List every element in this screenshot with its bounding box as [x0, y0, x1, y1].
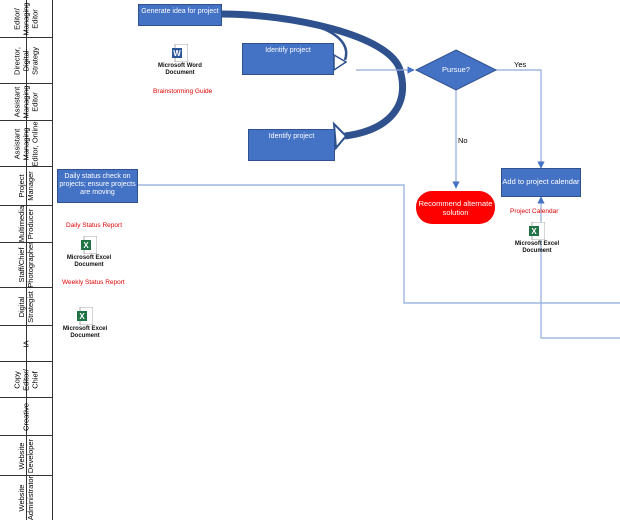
curved-arrowhead	[332, 121, 348, 151]
connector-status-feed	[138, 184, 620, 304]
excel-doc-project-calendar[interactable]: X Microsoft Excel Document	[514, 221, 560, 255]
lane-multimedia-producer: Multimedia Producer	[0, 206, 52, 243]
identify-project-text-2: Identify project	[268, 133, 315, 140]
curved-arrow-connector-inner	[221, 12, 348, 61]
excel-doc-weekly-status[interactable]: X Microsoft Excel Document	[62, 306, 108, 340]
daily-status-report-label: Daily Status Report	[66, 222, 122, 229]
recommend-alternate-terminal[interactable]: Recommend alternate solution	[416, 191, 495, 224]
weekly-status-report-label: Weekly Status Report	[62, 279, 125, 286]
project-calendar-label: Project Calendar	[510, 208, 559, 215]
generate-idea-box[interactable]: Generate idea for project	[138, 4, 222, 26]
swimlane-headers: Editor/ Managing Editor Director, Digita…	[0, 0, 53, 520]
lane-copy-editor: Copy Editor/ Chief	[0, 362, 52, 398]
lane-assistant-managing-editor: Assistant Managing Editor	[0, 84, 52, 121]
identify-project-box-2[interactable]: Identify project	[248, 129, 335, 161]
word-document[interactable]: W Microsoft Word Document	[157, 43, 203, 77]
edge-label-no: No	[458, 136, 468, 145]
identify-project-text-1: Identify project	[265, 47, 311, 54]
connector-calendar-return	[537, 196, 620, 339]
curved-arrowhead-small	[333, 53, 348, 72]
lane-editor: Editor/ Managing Editor	[0, 0, 52, 38]
pursue-diamond-shape	[414, 49, 498, 91]
word-icon: W	[172, 43, 189, 63]
add-to-calendar-text: Add to project calendar	[502, 177, 580, 187]
excel-doc-daily-status[interactable]: X Microsoft Excel Document	[66, 235, 112, 269]
lane-staff-photographer: Staff/Chief Photographer	[0, 242, 52, 288]
daily-status-check-box[interactable]: Daily status check on projects; ensure p…	[57, 169, 138, 203]
add-to-calendar-box[interactable]: Add to project calendar	[501, 168, 581, 197]
generate-idea-text: Generate idea for project	[141, 8, 219, 15]
daily-status-check-text: Daily status check on projects; ensure p…	[59, 173, 136, 196]
lane-assistant-managing-editor-online: Assistant Managing Editor, Online	[0, 121, 52, 167]
lane-ia: IA	[0, 326, 52, 362]
lane-website-developer: Website Developer	[0, 436, 52, 476]
lane-digital-strategist: Digital Strategist	[0, 288, 52, 326]
svg-text:W: W	[173, 49, 181, 58]
curved-arrow-connector	[221, 10, 407, 140]
word-doc-caption: Microsoft Word Document	[158, 63, 202, 76]
excel-doc-caption: Microsoft Excel Document	[66, 255, 112, 268]
edge-label-yes: Yes	[514, 60, 527, 69]
svg-text:X: X	[83, 241, 89, 250]
excel-icon: X	[529, 221, 546, 241]
recommend-alternate-text: Recommend alternate solution	[418, 198, 493, 217]
brainstorming-guide-label: Brainstorming Guide	[153, 88, 213, 95]
excel-doc-caption: Microsoft Excel Document	[514, 241, 560, 254]
pursue-decision[interactable]: Pursue?	[433, 62, 479, 78]
excel-doc-caption: Microsoft Excel Document	[62, 326, 108, 339]
connector-yes	[495, 69, 545, 169]
lane-project-manager: Project Manager	[0, 167, 52, 206]
lane-director-digital-strategy: Director, Digital Strategy	[0, 38, 52, 84]
lane-website-administrator: Website Administrator	[0, 476, 52, 520]
pursue-text: Pursue?	[442, 64, 470, 74]
lane-creative: Creative	[0, 398, 52, 436]
identify-project-box-1[interactable]: Identify project	[242, 43, 334, 75]
excel-icon: X	[81, 235, 98, 255]
excel-icon: X	[77, 306, 94, 326]
svg-text:X: X	[79, 312, 85, 321]
svg-text:X: X	[531, 227, 537, 236]
